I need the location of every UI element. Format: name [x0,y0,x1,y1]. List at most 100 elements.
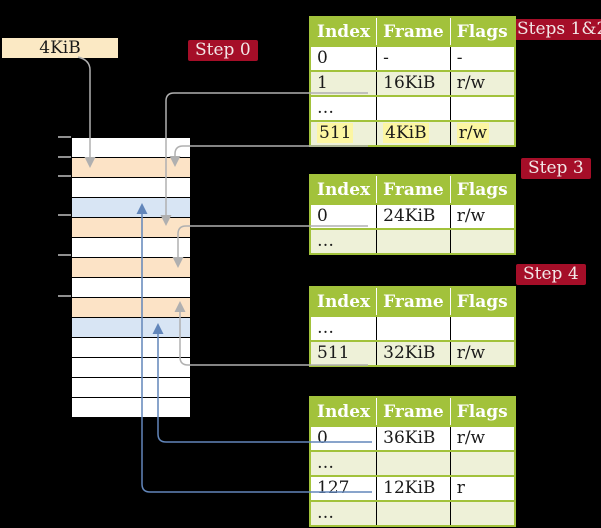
memory-frame-row [72,337,190,357]
memory-frame-row [72,377,190,397]
address-tick [58,175,71,177]
steps12-badge: Steps 1&2 [510,19,601,40]
memory-frame-row [72,177,190,197]
table-cell [450,500,515,526]
table-cell [450,228,515,254]
highlighted-value: r/w [456,123,490,143]
table-cell: 127 [310,475,378,501]
table-cell: - [376,45,451,71]
column-header: Frame [376,175,451,204]
table-row: … [310,500,515,526]
memory-frame-row [72,237,190,257]
table-cell: r/w [450,120,515,146]
address-tick [58,136,71,138]
memory-frame-row [72,257,190,277]
table-cell: 16KiB [376,70,451,96]
memory-frame-row [72,277,190,297]
memory-frame-row [72,157,190,177]
memory-frame-row [72,217,190,237]
table-cell [376,315,451,341]
step0-badge: Step 0 [188,40,258,61]
memory-frame-row [72,357,190,377]
table-cell: … [310,228,378,254]
table-row: … [310,450,515,476]
table-row: … [310,315,515,341]
table-cell: r/w [450,70,515,96]
table-cell [376,450,451,476]
column-header: Frame [376,287,451,316]
memory-frame-row [72,397,190,417]
table-cell: 36KiB [376,425,451,451]
column-header: Flags [450,17,515,46]
table-cell: 32KiB [376,340,451,366]
root-table-address-box: 4KiB [2,38,118,58]
column-header: Flags [450,287,515,316]
memory-frame-row [72,317,190,337]
table-cell [376,95,451,121]
highlighted-value: 4KiB [383,123,429,143]
table-cell [450,315,515,341]
step3-badge: Step 3 [521,158,591,179]
highlighted-value: 511 [317,123,354,143]
table-row: 511 4KiB r/w [310,120,515,146]
column-header: Frame [376,17,451,46]
table-cell: 511 [310,120,378,146]
table-cell: r/w [450,203,515,229]
address-tick [58,214,71,216]
table-cell: … [310,500,378,526]
table-cell: 24KiB [376,203,451,229]
address-tick [58,156,71,158]
table-cell: … [310,315,378,341]
column-header: Index [310,175,378,204]
table-cell: 1 [310,70,378,96]
table-cell [376,500,451,526]
table-cell: r/w [450,340,515,366]
table-row: … [310,95,515,121]
table-cell: 0 [310,45,378,71]
table-row: … [310,228,515,254]
table-cell [450,450,515,476]
memory-frame-row [72,297,190,317]
column-header: Flags [450,175,515,204]
column-header: Index [310,17,378,46]
table-row: 0-- [310,45,515,71]
step4-badge: Step 4 [516,264,586,285]
column-header: Index [310,397,378,426]
physical-memory-strip [71,137,191,418]
table-cell: 0 [310,425,378,451]
memory-frame-row [72,138,190,157]
table-cell [450,95,515,121]
column-header: Flags [450,397,515,426]
table-cell: 511 [310,340,378,366]
arrow-entry511-to-frame4 [174,145,368,156]
table-cell: 4KiB [376,120,451,146]
table-cell: r/w [450,425,515,451]
address-tick [58,295,71,297]
table-cell: 12KiB [376,475,451,501]
table-cell: … [310,95,378,121]
table-cell: 0 [310,203,378,229]
column-header: Frame [376,397,451,426]
table-cell [376,228,451,254]
table-cell: … [310,450,378,476]
column-header: Index [310,287,378,316]
table-cell: - [450,45,515,71]
